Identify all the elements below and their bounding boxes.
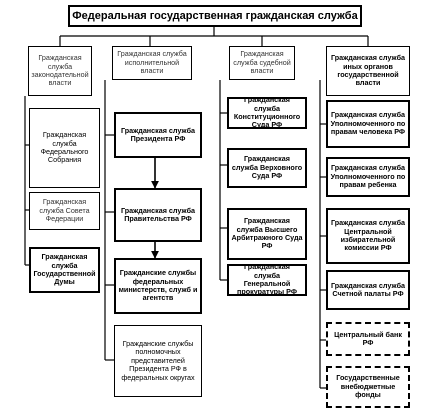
other-audit: Гражданская служба Счетной палаты РФ [326,270,410,310]
legislative-assembly: Гражданская служба Федерального Собрания [29,108,100,188]
judicial-constitutional: Гражданская служба Конституционного Суда… [227,95,307,129]
legislative-council: Гражданская служба Совета Федерации [29,192,100,230]
diagram-title: Федеральная государственная гражданская … [68,5,362,27]
executive-ministries: Гражданские службы федеральных министерс… [114,258,202,314]
branch-executive: Гражданская служба исполнительной власти [112,46,192,80]
other-election: Гражданская служба Центральной избирател… [326,208,410,264]
other-funds: Государственные внебюджетные фонды [326,366,410,408]
branch-legislative: Гражданская служба законодательной власт… [28,46,92,96]
executive-envoys: Гражданские службы полномочных представи… [114,325,202,397]
legislative-duma: Гражданская служба Государственной Думы [29,247,100,293]
other-child-rights: Гражданская служба Уполномоченного по пр… [326,157,410,197]
judicial-arbitration: Гражданская служба Высшего Арбитражного … [227,208,307,260]
other-central-bank: Центральный банк РФ [326,322,410,356]
executive-government: Гражданская служба Правительства РФ [114,188,202,242]
branch-judicial: Гражданская служба судебной власти [229,46,295,80]
judicial-supreme: Гражданская служба Верховного Суда РФ [227,148,307,188]
other-human-rights: Гражданская служба Уполномоченного по пр… [326,100,410,148]
judicial-prosecutor: Гражданская служба Генеральной прокурату… [227,262,307,296]
branch-other: Гражданская служба иных органов государс… [326,46,410,96]
executive-president: Гражданская служба Президента РФ [114,112,202,158]
